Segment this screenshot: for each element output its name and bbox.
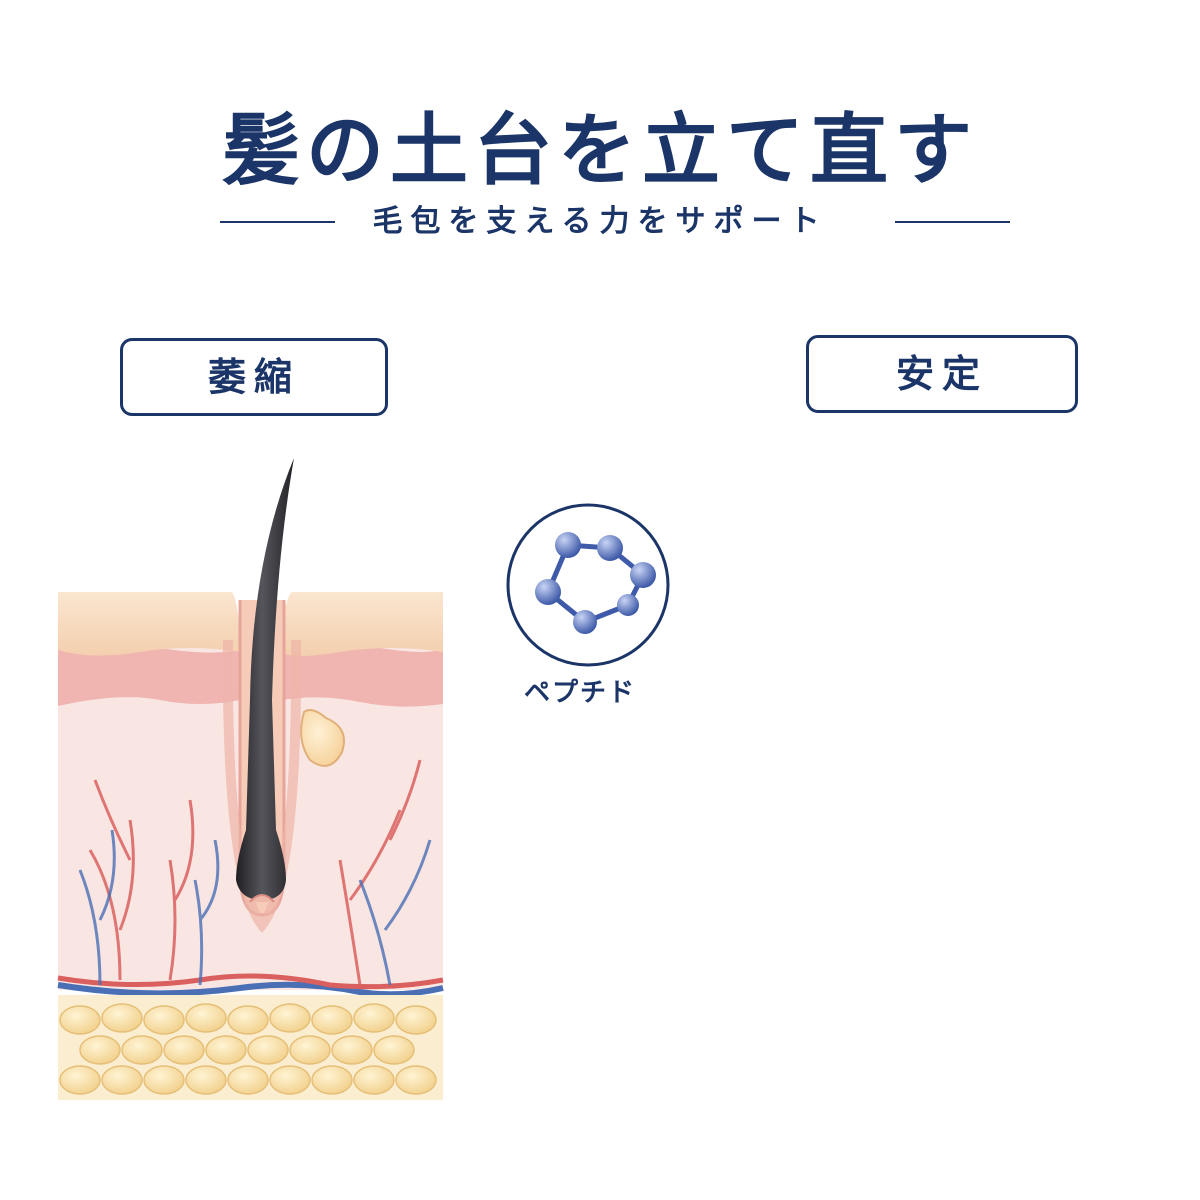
before-hair-shaft xyxy=(236,458,294,900)
page-title: 髪の土台を立て直す xyxy=(221,106,978,196)
after-state-label: 安定 xyxy=(806,335,1078,413)
subtitle-row: 毛包を支える力をサポート xyxy=(0,200,1200,244)
before-papillary-layer-right xyxy=(282,644,443,707)
before-state-label: 萎縮 xyxy=(120,338,388,416)
subtitle-divider-left xyxy=(220,221,335,223)
before-dermal-papilla xyxy=(249,894,275,903)
peptide-label: ペプチド xyxy=(523,678,636,708)
page-subtitle: 毛包を支える力をサポート xyxy=(372,204,828,239)
before-epidermis-right xyxy=(282,592,443,656)
before-artery-branches xyxy=(88,759,422,986)
before-artery-main xyxy=(57,973,444,990)
before-skin-diagram xyxy=(57,458,444,1100)
before-papillary-layer-left xyxy=(58,644,240,706)
before-sebaceous-gland xyxy=(300,709,345,767)
before-fat-cells xyxy=(59,1003,437,1095)
before-vein-branches xyxy=(78,829,432,986)
subtitle-divider-right xyxy=(895,221,1010,223)
peptide-molecule-icon xyxy=(506,503,670,667)
before-epidermis-left xyxy=(58,592,240,656)
before-vein-main xyxy=(57,981,444,998)
